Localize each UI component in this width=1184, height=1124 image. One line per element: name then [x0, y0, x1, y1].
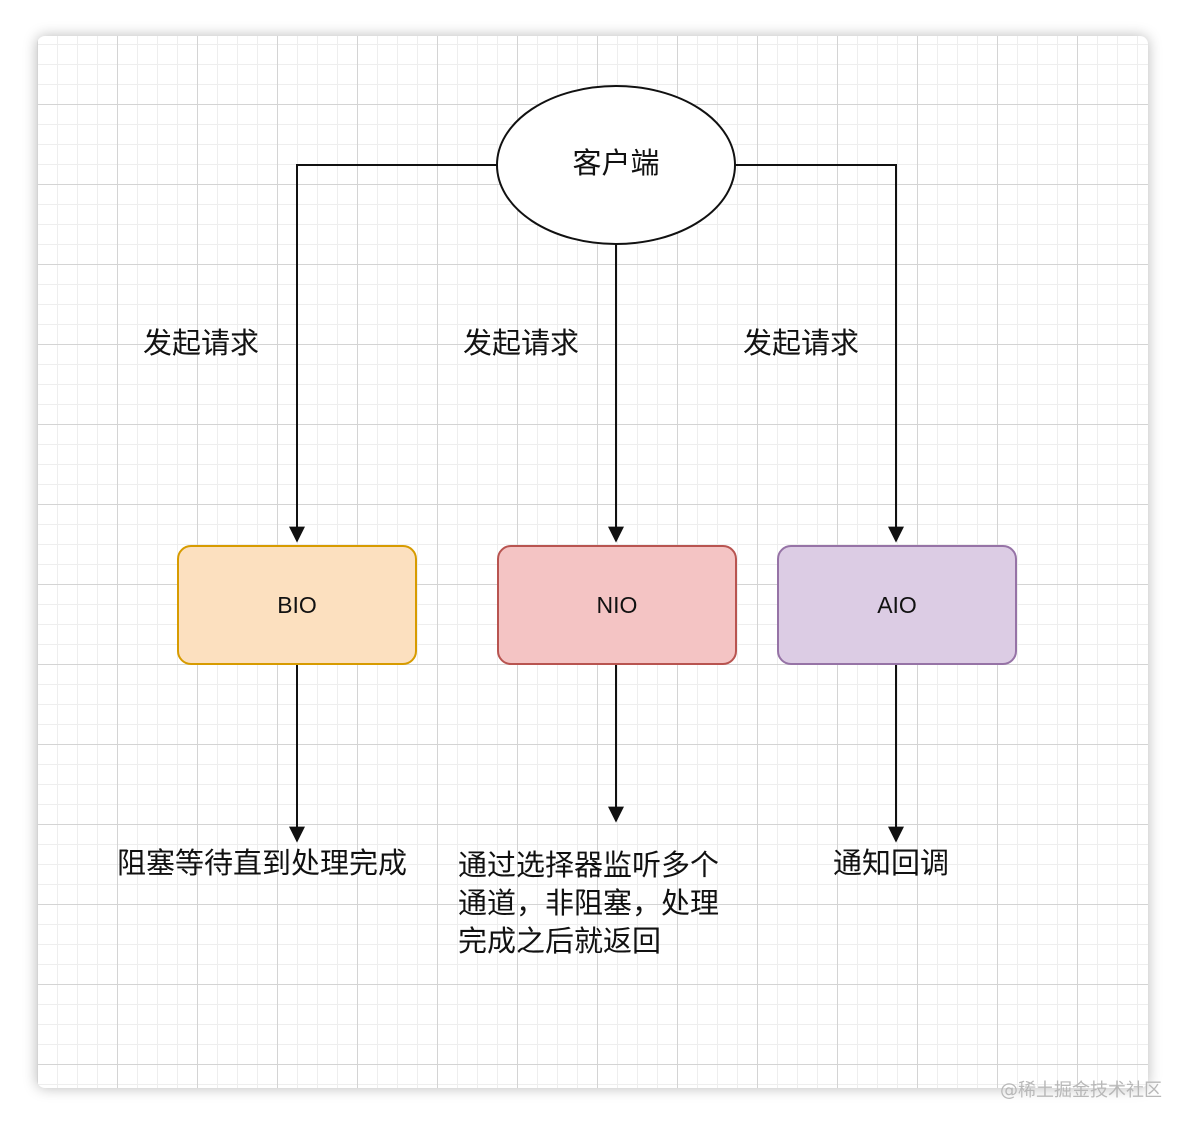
diagram-canvas: 客户端 发起请求 发起请求 发起请求 BIO NIO AIO 阻塞等待直到处理完… [37, 36, 1148, 1088]
aio-node-label: AIO [877, 591, 917, 618]
connector-layer [289, 85, 904, 843]
watermark: @稀土掘金技术社区 [1000, 1080, 1162, 1101]
nio-node[interactable]: NIO [497, 545, 737, 665]
bio-result-text: 阻塞等待直到处理完成 [117, 846, 408, 880]
aio-result-text: 通知回调 [833, 846, 950, 880]
request-label-bio: 发起请求 [143, 326, 260, 360]
nio-result-line-3: 完成之后就返回 [458, 924, 662, 958]
request-label-nio: 发起请求 [463, 326, 580, 360]
nio-result-line-2: 通道，非阻塞，处理 [458, 886, 720, 920]
client-label: 客户端 [572, 146, 660, 180]
bio-node-label: BIO [277, 591, 317, 618]
nio-result-line-1: 通过选择器监听多个 [458, 848, 720, 882]
bio-node[interactable]: BIO [177, 545, 417, 665]
edge-client-to-aio [735, 164, 904, 543]
edge-client-to-bio [289, 164, 497, 543]
aio-node[interactable]: AIO [777, 545, 1017, 665]
nio-node-label: NIO [596, 591, 638, 618]
request-label-aio: 发起请求 [743, 326, 860, 360]
